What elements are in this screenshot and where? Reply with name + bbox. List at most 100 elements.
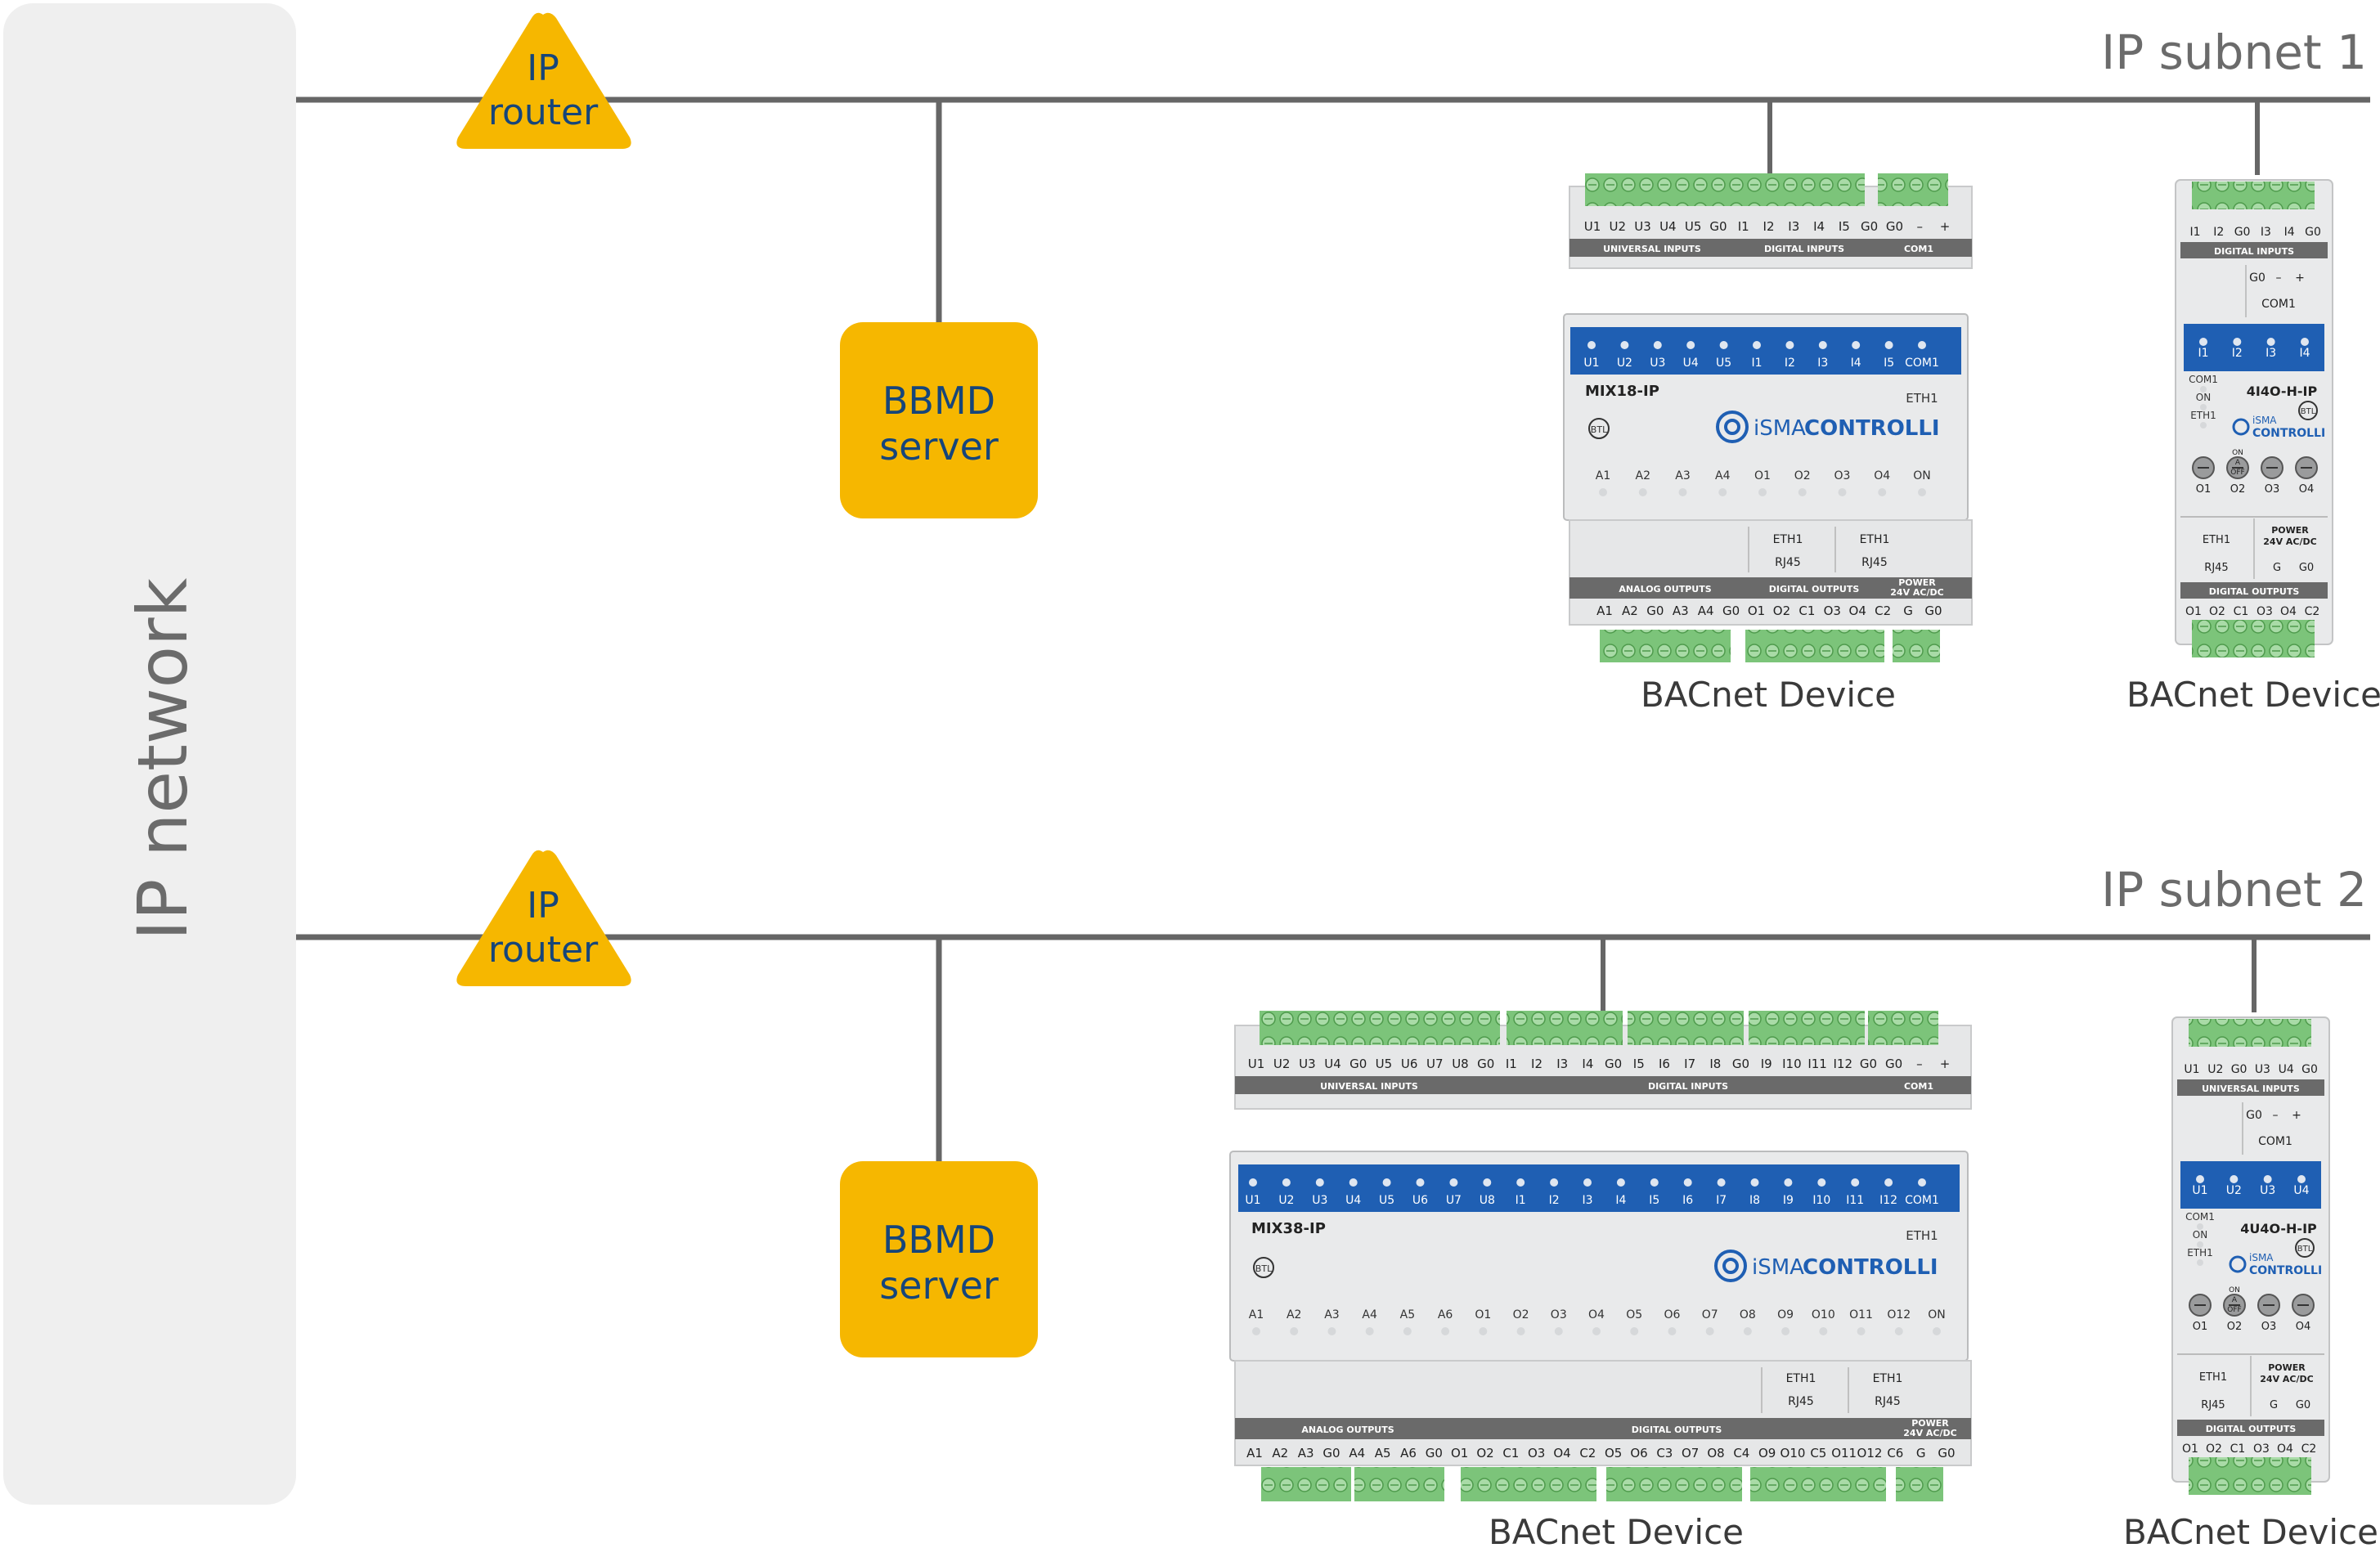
mix38-bot-term-6: A6 [1400,1446,1417,1461]
ip-router-2: IP router [456,850,631,986]
mix18-led-top-led-5 [1753,341,1761,349]
mix38-led-top-4: U5 [1379,1194,1394,1207]
io4i4o-side-label-1: ON [2196,392,2211,403]
mix18-led-bot-led-7 [1878,488,1887,496]
mix38-top-term-15: I5 [1633,1057,1645,1071]
io4u4o-side-label-1: ON [2193,1229,2207,1241]
mix18-bot-term-11: C2 [1875,603,1891,618]
mix18-port-l2-0: RJ45 [1775,556,1801,569]
mix38-top-term-19: G0 [1732,1057,1749,1071]
mix18-bot-term-7: O2 [1773,603,1790,618]
subnet-2-label: IP subnet 2 [2101,862,2367,918]
mix38-bot-term-19: C4 [1733,1446,1749,1461]
mix18-bot-term-6: O1 [1748,603,1765,618]
subnet-1: IP subnet 1 IP router BBMD server [296,12,2370,518]
mix18-led-top-led-1 [1620,341,1629,349]
mix38-led-top-0: U1 [1245,1194,1260,1207]
mix38-led-top-led-0 [1249,1178,1257,1187]
io4i4o-out-2: O3 [2265,483,2280,496]
mix38-top-term-20: I9 [1761,1057,1772,1071]
mix18-bot-group-3: 24V AC/DC [1890,587,1943,598]
io4u4o-com-term-0: G0 [2246,1109,2262,1122]
mix38-led-top-3: U4 [1345,1194,1361,1207]
mix38-top-term-21: I10 [1782,1057,1802,1071]
mix38-top-term-9: G0 [1477,1057,1494,1071]
mix38-led-top-led-16 [1784,1178,1793,1187]
mix38-led-bot-7: O2 [1513,1308,1529,1321]
mix38-top-term-14: G0 [1605,1057,1622,1071]
io4i4o-bottom-strip [2180,582,2328,599]
mix38-led-bot-14: O9 [1777,1308,1794,1321]
mix18-led-bot-7: O4 [1874,469,1890,482]
mix38-top-term-0: U1 [1248,1057,1265,1071]
mix38-bot-term-8: O1 [1451,1446,1468,1461]
mix18-bot-term-8: C1 [1798,603,1815,618]
io4u4o-power-l1: POWER [2268,1362,2306,1373]
io4u4o-side-led-2 [2197,1259,2203,1266]
mix38-top-term-7: U7 [1426,1057,1444,1071]
mix38-led-bot-led-3 [1365,1327,1374,1335]
svg-text:BTL: BTL [2297,1245,2313,1254]
mix18-brand-light: iSMA [1754,416,1806,441]
mix38-led-bot-led-1 [1290,1327,1299,1335]
mix18-top-term-8: I3 [1788,219,1799,234]
io4i4o-com-term-1: – [2276,271,2282,285]
mix38-model: MIX38-IP [1251,1220,1326,1237]
io4u4o-led-led-0 [2196,1175,2204,1183]
mix18-led-bot-led-6 [1838,488,1847,496]
io4u4o-caption: BACnet Device [2123,1512,2378,1548]
svg-text:BTL: BTL [1255,1263,1273,1274]
mix18-led-bot-led-8 [1918,488,1926,496]
io4u4o-out-1: O2 [2227,1321,2243,1333]
mix18-led-top-0: U1 [1583,357,1599,370]
io4i4o-com-term-0: G0 [2249,271,2265,285]
io4i4o-com-term-2: + [2295,271,2305,285]
mix18-led-bot-led-1 [1638,488,1647,496]
mix38-bot-group-1: DIGITAL OUTPUTS [1632,1425,1722,1435]
io4u4o-top-term-2: G0 [2231,1063,2248,1076]
mix38-bot-term-3: G0 [1322,1446,1340,1461]
mix18-led-top-8: I4 [1851,357,1861,370]
io4i4o-side-label-2: ETH1 [2190,410,2216,421]
mix38-led-top-16: I9 [1783,1194,1794,1207]
mix38-port-l1-1: ETH1 [1873,1372,1903,1385]
mix38-led-top-18: I11 [1846,1194,1864,1207]
mix18-bot-term-4: A4 [1698,603,1714,618]
mix38-led-top-led-3 [1349,1178,1358,1187]
mix18-top-term-7: I2 [1763,219,1775,234]
io4i4o-power-l3: G [2273,562,2281,574]
mix38-led-top-led-12 [1650,1178,1659,1187]
mix38-top-term-2: U3 [1299,1057,1316,1071]
mix38-led-top-7: U8 [1480,1194,1495,1207]
mix38-bot-group-3: 24V AC/DC [1903,1428,1956,1438]
mix38-top-term-23: I12 [1834,1057,1853,1071]
mix18-led-top-led-10 [1918,341,1926,349]
io4i4o-top-term-2: G0 [2234,226,2251,239]
io4i4o-out-1: O2 [2230,483,2246,496]
mix18-top-term-10: I5 [1839,219,1850,234]
mix38-led-top-led-1 [1282,1178,1291,1187]
mix18-bot-term-1: A2 [1622,603,1638,618]
mix18-led-top-3: U4 [1683,357,1699,370]
mix18-bot-term-10: O4 [1849,603,1866,618]
mix18-led-bot-led-0 [1599,488,1607,496]
io4i4o-top-term-0: I1 [2189,226,2200,239]
io4u4o-top-group: UNIVERSAL INPUTS [2202,1084,2300,1094]
mix38-brand-logo: iSMA CONTROLLI [1714,1250,1938,1282]
mix38-led-top-led-13 [1683,1178,1692,1187]
mix18-caption: BACnet Device [1641,675,1896,715]
mix38-led-top-led-9 [1550,1178,1559,1187]
mix38-bot-term-1: A2 [1272,1446,1288,1461]
mix38-led-bot-1: A2 [1287,1308,1301,1321]
mix38-led-bot-6: O1 [1475,1308,1491,1321]
mix38-led-top-led-4 [1382,1178,1391,1187]
mix18-led-top-7: I3 [1817,357,1828,370]
mix38-led-bot-led-0 [1252,1327,1260,1335]
mix18-led-top-1: U2 [1617,357,1632,370]
mix38-bot-term-4: A4 [1349,1446,1365,1461]
mix38-led-bot-led-6 [1479,1327,1488,1335]
io4i4o-led-0: I1 [2198,347,2208,360]
io4i4o-bot-term-2: C1 [2234,605,2249,618]
